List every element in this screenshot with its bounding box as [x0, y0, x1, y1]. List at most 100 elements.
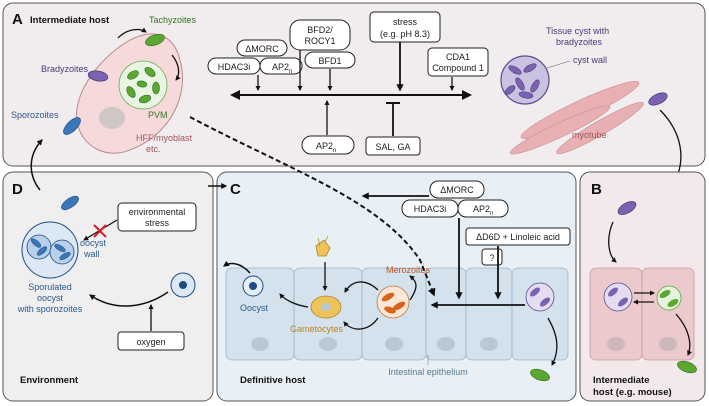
hff-label-1: HFF/myoblast [136, 133, 193, 143]
panel-c: C Definitive host Intestinal epithelium … [189, 116, 577, 402]
sporulated-label-2: oocyst [37, 293, 64, 303]
myotubes [509, 81, 644, 155]
svg-text:Compound 1: Compound 1 [432, 63, 484, 73]
box-oxygen: oxygen [117, 331, 185, 351]
tissue-cyst-label-2: bradyzoites [556, 37, 603, 47]
box-stress: stress (e.g. pH 8.3) [369, 11, 441, 43]
tachyzoite-to-intestine-dashed-arrow [189, 116, 436, 297]
panel-c-letter: C [230, 181, 241, 198]
box-bfd2-rocy1: BFD2/ ROCY1 [289, 19, 351, 51]
to-panel-a-arrow [30, 139, 43, 191]
host-nucleus [99, 107, 125, 129]
svg-text:AP2n: AP2n [272, 62, 292, 75]
sporozoite-entering [63, 117, 81, 135]
sporulated-oocyst [21, 221, 79, 279]
reentry-arrow [171, 54, 181, 81]
oocyst-wall-label-1: oocyst [80, 238, 107, 248]
tachyzoite-dissemination [677, 360, 697, 374]
tachyzoite-free [145, 33, 165, 47]
svg-text:HDAC3i: HDAC3i [414, 204, 447, 214]
pvm-label: PVM [148, 110, 168, 120]
egress-arrow [117, 27, 147, 39]
svg-text:stress: stress [145, 218, 170, 228]
merozoites-label: Merozoites [386, 265, 431, 275]
box-ap2n-a: AP2n [259, 57, 303, 75]
mouse-intestinal-cells [589, 267, 695, 361]
box-hdac3i-c: HDAC3i [401, 199, 459, 218]
sporulation-arrow [89, 291, 169, 307]
box-hdac3i-a: HDAC3i [207, 57, 261, 75]
gametocyte-back-arrow [343, 317, 379, 330]
svg-text:BFD2/: BFD2/ [307, 25, 333, 35]
box-bfd1: BFD1 [304, 51, 356, 69]
oocyst-shed-arrow [223, 260, 251, 274]
svg-text:SAL, GA: SAL, GA [375, 142, 410, 152]
oocyst-wall-label-2: wall [83, 249, 100, 259]
box-amorc-a: ΔMORC [236, 39, 288, 57]
box-d6d: ΔD6D + Linoleic acid [465, 227, 571, 246]
ingest-arrow [608, 221, 617, 263]
svg-text:CDA1: CDA1 [446, 52, 470, 62]
box-amorc-c: ΔMORC [429, 180, 485, 199]
oocyst-in-cell [242, 275, 264, 297]
panel-d: D Environment oocyst wall Sporulated ooc… [2, 139, 214, 402]
svg-text:ΔD6D + Linoleic acid: ΔD6D + Linoleic acid [476, 232, 560, 242]
svg-text:AP2n: AP2n [316, 141, 336, 154]
oocyst-label: Oocyst [240, 303, 269, 313]
sporozoite-released [61, 195, 79, 211]
panel-b-letter: B [591, 181, 602, 198]
box-ap2n-c: AP2n [457, 199, 509, 218]
svg-text:BFD1: BFD1 [318, 56, 341, 66]
panel-d-letter: D [12, 181, 23, 198]
svg-text:ΔMORC: ΔMORC [245, 44, 279, 54]
sporulated-label-1: Sporulated [28, 282, 72, 292]
bradyzoite-released [648, 92, 668, 106]
panel-b-title-2: host (e.g. mouse) [593, 387, 672, 398]
box-unknown: ? [481, 248, 503, 266]
box-cda1: CDA1 Compound 1 [427, 47, 489, 77]
tissue-cyst-label-1: Tissue cyst with [546, 26, 609, 36]
svg-text:oxygen: oxygen [136, 337, 165, 347]
panel-b: B Intermediate host (e.g. mouse) [579, 171, 706, 402]
host-cell [76, 33, 184, 154]
merozoite-cycle-arrow [409, 275, 417, 301]
bradyzoite-in-mouse-cell [603, 282, 633, 312]
svg-text:?: ? [489, 253, 494, 263]
panel-b-title-1: Intermediate [593, 375, 650, 386]
myotube-label: myotube [572, 130, 607, 140]
panel-a: A Intermediate host Tachyzoites Bradyzoi… [2, 2, 706, 191]
bradyzoite-entering [87, 70, 109, 82]
inhibit-x-icon [93, 224, 107, 238]
svg-text:environmental: environmental [129, 207, 186, 217]
merozoites [376, 285, 410, 319]
bradyzoite-ingested [617, 201, 637, 215]
tachyzoites-in-mouse-cell [656, 285, 682, 311]
box-ap2n-promote: AP2n [301, 135, 355, 155]
zygote-arrow [279, 293, 309, 308]
unsporulated-oocyst [170, 272, 196, 298]
svg-text:(e.g. pH 8.3): (e.g. pH 8.3) [380, 29, 430, 39]
panel-c-title: Definitive host [240, 375, 306, 386]
svg-text:ROCY1: ROCY1 [304, 36, 335, 46]
merozoite-to-gametocyte-arrow [344, 281, 379, 293]
svg-text:stress: stress [393, 17, 418, 27]
sporulated-label-3: with sporozoites [17, 304, 83, 314]
svg-text:AP2n: AP2n [473, 204, 493, 217]
bradyzoites-label: Bradyzoites [41, 64, 89, 74]
tachyzoite-escape-arrow [547, 317, 558, 366]
panel-a-letter: A [12, 11, 23, 28]
tissue-cyst [500, 55, 644, 155]
bradyzoite-in-epithelium [525, 282, 555, 312]
sporozoites-label: Sporozoites [11, 110, 59, 120]
box-env-stress: environmental stress [117, 202, 197, 232]
tachyzoites-label: Tachyzoites [149, 15, 197, 25]
panel-a-title: Intermediate host [30, 15, 110, 26]
panel-d-title: Environment [20, 375, 79, 386]
gametocytes-label: Gametocytes [290, 324, 344, 334]
epithelium-label: Intestinal epithelium [388, 367, 468, 377]
dissemination-arrow [675, 313, 692, 356]
tachyzoite-extraintestinal [530, 368, 550, 382]
box-sal-ga: SAL, GA [365, 136, 421, 156]
tachyzoite-rosette [126, 67, 160, 104]
